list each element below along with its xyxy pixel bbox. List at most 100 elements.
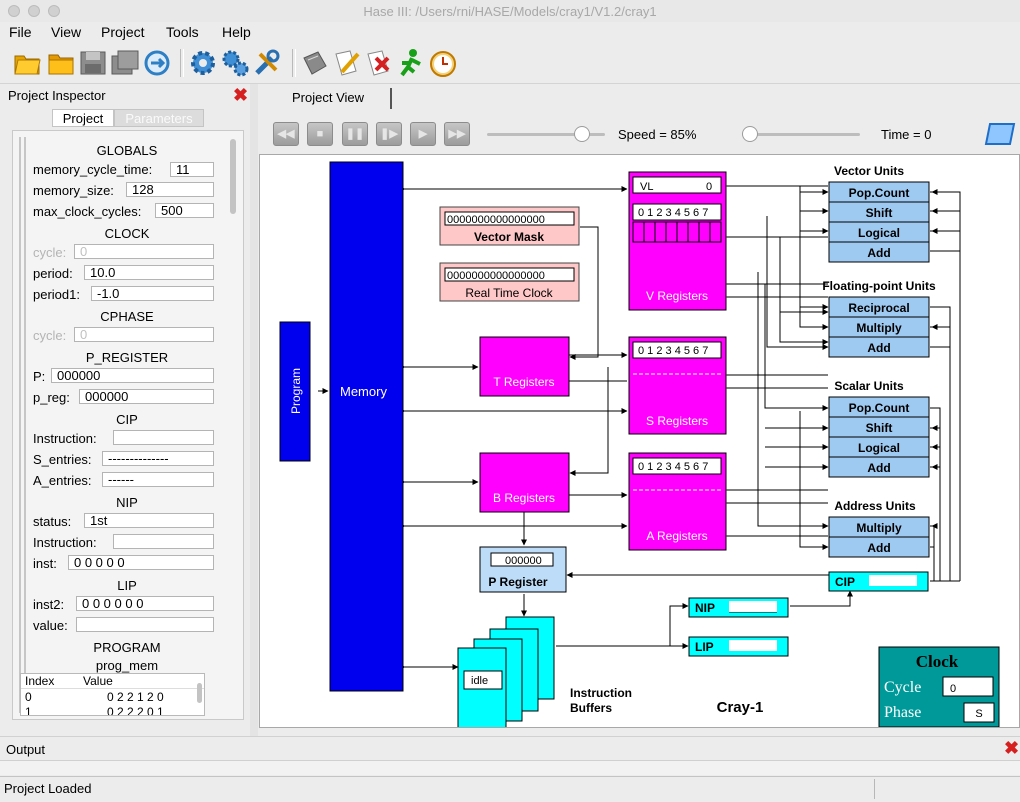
b-registers-label: B Registers bbox=[493, 491, 555, 505]
splitter[interactable] bbox=[250, 84, 258, 736]
close-window-button[interactable] bbox=[8, 5, 20, 17]
tab-project[interactable]: Project bbox=[52, 109, 114, 127]
project-view-label: Project View bbox=[292, 90, 365, 105]
clear-icon[interactable] bbox=[364, 48, 394, 78]
vector-units-add-unit[interactable] bbox=[828, 241, 930, 263]
pause-button[interactable]: ❚❚ bbox=[342, 122, 368, 146]
open-project-icon[interactable] bbox=[46, 48, 76, 78]
nip-label: NIP bbox=[695, 601, 715, 615]
zoom-window-button[interactable] bbox=[48, 5, 60, 17]
instruction-buffers-label: Instruction bbox=[570, 686, 632, 700]
t-registers[interactable] bbox=[479, 336, 570, 397]
save-icon[interactable] bbox=[78, 48, 108, 78]
cip-instruction-label: Instruction: bbox=[33, 431, 97, 446]
lip-heading: LIP bbox=[117, 578, 137, 593]
panel-ruler bbox=[19, 137, 26, 713]
bus-lines bbox=[318, 183, 961, 670]
close-output-icon[interactable]: ✖ bbox=[1004, 738, 1020, 758]
menu-file[interactable]: File bbox=[9, 24, 32, 40]
window-layout-icon[interactable] bbox=[984, 121, 1016, 147]
b-registers[interactable] bbox=[479, 452, 570, 513]
a-entries-label: A_entries: bbox=[33, 473, 92, 488]
a-entries-field[interactable]: ------ bbox=[102, 472, 214, 487]
output-panel: Output ✖ bbox=[0, 736, 1020, 761]
time-slider[interactable] bbox=[742, 133, 860, 136]
speed-slider-knob[interactable] bbox=[573, 126, 590, 142]
clock-title: Clock bbox=[916, 652, 959, 671]
unit-label: Add bbox=[867, 246, 890, 260]
gears-icon[interactable] bbox=[220, 48, 250, 78]
stop-button[interactable]: ■ bbox=[307, 122, 333, 146]
clock-cycle-label: cycle: bbox=[33, 245, 67, 260]
clock-heading: CLOCK bbox=[104, 226, 150, 241]
lip-value-label: value: bbox=[33, 618, 68, 633]
unit-label: Multiply bbox=[856, 521, 902, 535]
table-row[interactable]: 0 0 2 2 1 2 0 bbox=[21, 690, 191, 704]
menu-project[interactable]: Project bbox=[101, 24, 145, 40]
max-clock-cycles-field[interactable]: 500 bbox=[155, 203, 214, 218]
menu-help[interactable]: Help bbox=[222, 24, 251, 40]
cphase-heading: CPHASE bbox=[100, 309, 154, 324]
minimize-window-button[interactable] bbox=[28, 5, 40, 17]
settings-gear-icon[interactable] bbox=[188, 48, 218, 78]
nip-instruction-field[interactable] bbox=[113, 534, 214, 549]
tab-project-view[interactable]: Project View bbox=[268, 88, 392, 109]
tools-icon[interactable] bbox=[252, 48, 282, 78]
output-area[interactable] bbox=[0, 760, 1020, 775]
cip-instruction-field[interactable] bbox=[113, 430, 214, 445]
clock-icon[interactable] bbox=[428, 48, 458, 78]
p-reg-field[interactable]: 000000 bbox=[79, 389, 214, 404]
save-as-icon[interactable] bbox=[110, 48, 140, 78]
period-field[interactable]: 10.0 bbox=[84, 265, 214, 280]
refresh-icon[interactable] bbox=[142, 48, 172, 78]
window-title: Hase III: /Users/rni/HASE/Models/cray1/V… bbox=[363, 4, 657, 19]
vector-units-title: Vector Units bbox=[834, 164, 904, 178]
title-bar: Hase III: /Users/rni/HASE/Models/cray1/V… bbox=[0, 0, 1020, 23]
close-inspector-icon[interactable]: ✖ bbox=[233, 85, 249, 105]
new-project-icon[interactable] bbox=[12, 48, 42, 78]
memory-size-field[interactable]: 128 bbox=[126, 182, 214, 197]
view-splitter[interactable] bbox=[259, 728, 1020, 736]
time-slider-knob[interactable] bbox=[742, 126, 758, 142]
scalar-units-add-unit[interactable] bbox=[828, 456, 930, 478]
address-units-add-unit[interactable] bbox=[828, 536, 930, 558]
s-entries-field[interactable]: -------------- bbox=[102, 451, 214, 466]
inspector-panel: GLOBALS memory_cycle_time: 11 memory_siz… bbox=[12, 130, 244, 720]
run-icon[interactable] bbox=[396, 48, 426, 78]
memory-cycle-time-field[interactable]: 11 bbox=[170, 162, 214, 177]
nip-status-field[interactable]: 1st bbox=[84, 513, 214, 528]
program-block[interactable] bbox=[279, 321, 311, 462]
step-button[interactable]: ❚▶ bbox=[376, 122, 402, 146]
fast-forward-button[interactable]: ▶▶ bbox=[444, 122, 470, 146]
p-register-label: P Register bbox=[488, 575, 547, 589]
speed-label: Speed = 85% bbox=[618, 127, 697, 142]
max-clock-cycles-label: max_clock_cycles: bbox=[33, 204, 142, 219]
edit-icon[interactable] bbox=[332, 48, 362, 78]
menu-tools[interactable]: Tools bbox=[166, 24, 199, 40]
table-row[interactable]: 1 0 2 2 2 0 1 bbox=[21, 705, 191, 715]
table-header: Index Value bbox=[21, 674, 204, 689]
p-field[interactable]: 000000 bbox=[51, 368, 214, 383]
unit-label: Shift bbox=[866, 421, 893, 435]
row-value: 0 2 2 1 2 0 bbox=[107, 690, 164, 704]
build-icon[interactable] bbox=[300, 48, 330, 78]
fp-units-add-unit[interactable] bbox=[828, 336, 930, 358]
table-scrollbar[interactable] bbox=[197, 683, 202, 703]
menu-view[interactable]: View bbox=[51, 24, 82, 40]
period1-field[interactable]: -1.0 bbox=[91, 286, 214, 301]
rewind-button[interactable]: ◀◀ bbox=[273, 122, 299, 146]
nip-inst-field[interactable]: 0 0 0 0 0 bbox=[68, 555, 214, 570]
play-button[interactable]: ▶ bbox=[410, 122, 436, 146]
inspector-scrollbar[interactable] bbox=[230, 139, 236, 214]
phase-value: S bbox=[975, 708, 982, 720]
tab-parameters[interactable]: Parameters bbox=[114, 109, 204, 127]
inst2-field[interactable]: 0 0 0 0 0 0 bbox=[76, 596, 214, 611]
memory-block[interactable] bbox=[329, 161, 404, 692]
clock-cycle-field: 0 bbox=[74, 244, 214, 259]
s-registers-label: S Registers bbox=[646, 414, 708, 428]
unit-label: Add bbox=[867, 541, 890, 555]
speed-slider[interactable] bbox=[487, 133, 605, 136]
v-registers-label: V Registers bbox=[646, 289, 708, 303]
prog-mem-table[interactable]: Index Value 0 0 2 2 1 2 0 1 0 2 2 2 0 1 bbox=[20, 673, 205, 716]
lip-value-field[interactable] bbox=[76, 617, 214, 632]
